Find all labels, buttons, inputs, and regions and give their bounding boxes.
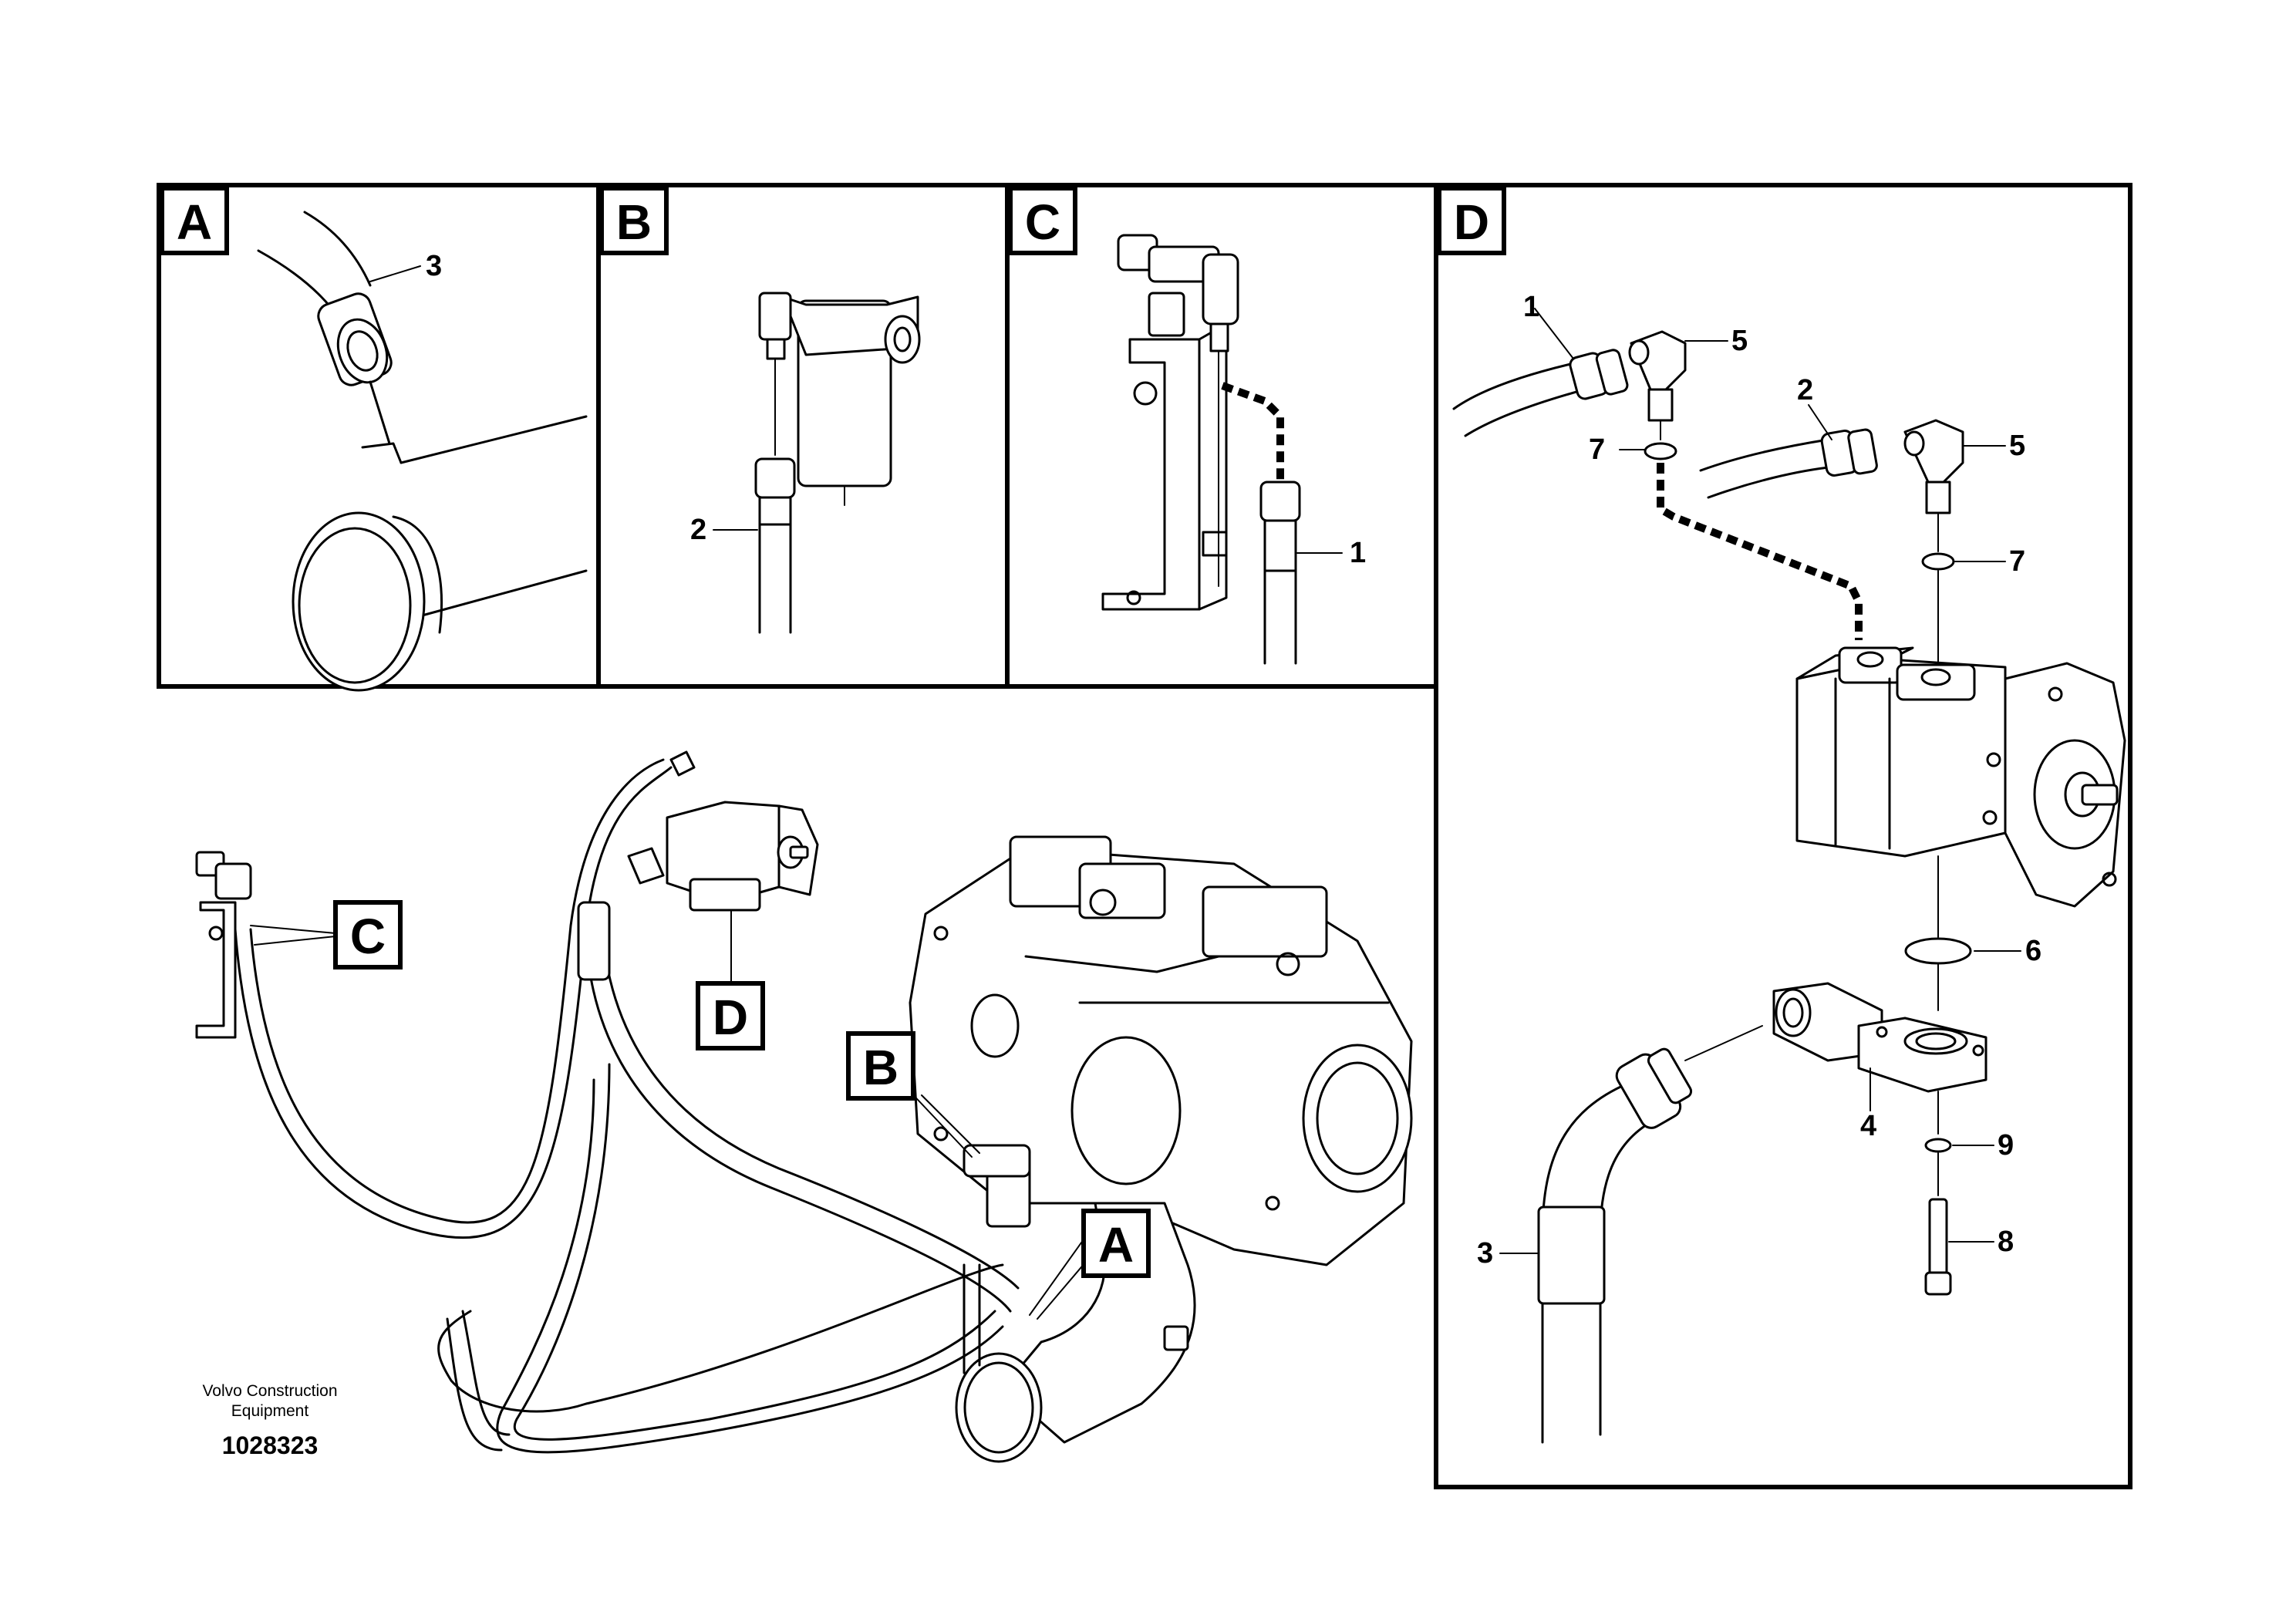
- panel-d-tag-label: D: [1454, 194, 1489, 250]
- suction-pipe-drawing: [955, 1202, 1196, 1463]
- overview: C D B A: [195, 750, 1413, 1463]
- overview-tag-a-label: A: [1098, 1217, 1134, 1273]
- panel-d-callout-7a: 7: [1589, 433, 1605, 466]
- panel-c-callout-1: 1: [1350, 537, 1366, 569]
- overview-tag-a: [1081, 1209, 1151, 1278]
- panel-d-callout-1: 1: [1523, 291, 1539, 323]
- callout-leader-3: [369, 265, 421, 282]
- overview-leader-c: [250, 925, 336, 934]
- main-pump-drawing: [909, 835, 1413, 1266]
- overview-leader-a: [1029, 1233, 1088, 1316]
- overview-leader-b: [905, 1087, 973, 1158]
- panel-a-tag-label: A: [177, 194, 212, 250]
- overview-tag-c: [333, 900, 403, 969]
- hose-1-drawing: [1259, 481, 1301, 665]
- panel-b-tag: [599, 186, 669, 255]
- o-ring-7b: [1921, 552, 1955, 571]
- bracket-c-drawing: [195, 851, 252, 1039]
- overview-hoses: [234, 750, 1020, 1454]
- panel-c-tag: [1008, 186, 1077, 255]
- washer-9: [1924, 1138, 1952, 1153]
- footer: Volvo Construction Equipment 1028323: [202, 1382, 337, 1459]
- panel-a-tag: [160, 186, 229, 255]
- hose-1-elbow-drawing: [1452, 330, 1687, 437]
- panel-d-callout-4: 4: [1860, 1110, 1876, 1142]
- gear-pump-small-drawing: [666, 801, 819, 965]
- hydraulic-tank-port-drawing: [257, 211, 588, 692]
- image-code: 1028323: [222, 1431, 319, 1459]
- panel-d-callout-5b: 5: [2009, 430, 2025, 462]
- panel-b-tag-label: B: [616, 194, 652, 250]
- brand-line-1: Volvo Construction: [202, 1382, 337, 1400]
- hose-3-drawing: [1537, 1047, 1693, 1444]
- panel-b: B 2: [596, 183, 1010, 689]
- overview-tag-d: [696, 981, 765, 1050]
- bolt-8-drawing: [1924, 1198, 1952, 1296]
- panel-d-tag: [1437, 186, 1506, 255]
- panel-d: D 1 5 7 2: [1434, 183, 2132, 1489]
- overview-tag-b: [846, 1031, 915, 1101]
- overview-tag-c-label: C: [350, 909, 386, 964]
- panel-d-connection-dash: [1657, 463, 1863, 640]
- overview-tag-b-label: B: [863, 1040, 899, 1095]
- panel-c-connection-dash: [1221, 382, 1284, 494]
- panel-d-callout-6: 6: [2025, 935, 2041, 967]
- panel-c: C 1: [1005, 183, 1438, 689]
- panel-d-callout-3: 3: [1477, 1237, 1493, 1270]
- flange-block-drawing: [1772, 982, 1988, 1093]
- panel-b-callout-2: 2: [690, 514, 706, 546]
- panel-d-callout-2: 2: [1797, 374, 1813, 406]
- overview-tag-d-label: D: [713, 990, 748, 1045]
- brand-line-2: Equipment: [231, 1402, 309, 1420]
- panel-d-callout-7b: 7: [2009, 545, 2025, 578]
- panel-d-callout-8: 8: [1998, 1226, 2014, 1258]
- sensor-bracket-drawing: [1101, 234, 1239, 611]
- gear-pump-drawing: [1795, 646, 2126, 908]
- hose-2-elbow-drawing: [1699, 419, 1964, 514]
- o-ring-7a: [1644, 442, 1677, 460]
- o-ring-6: [1904, 937, 1972, 965]
- filter-b-drawing: [963, 1144, 1031, 1228]
- panel-c-tag-label: C: [1025, 194, 1060, 250]
- panel-a-callout-3: 3: [426, 250, 442, 282]
- panel-a: A 3: [157, 183, 601, 692]
- filter-housing-drawing: [758, 292, 921, 506]
- panel-d-callout-5a: 5: [1731, 325, 1748, 357]
- panel-d-callout-9: 9: [1998, 1129, 2014, 1162]
- hose-2-drawing: [754, 457, 796, 634]
